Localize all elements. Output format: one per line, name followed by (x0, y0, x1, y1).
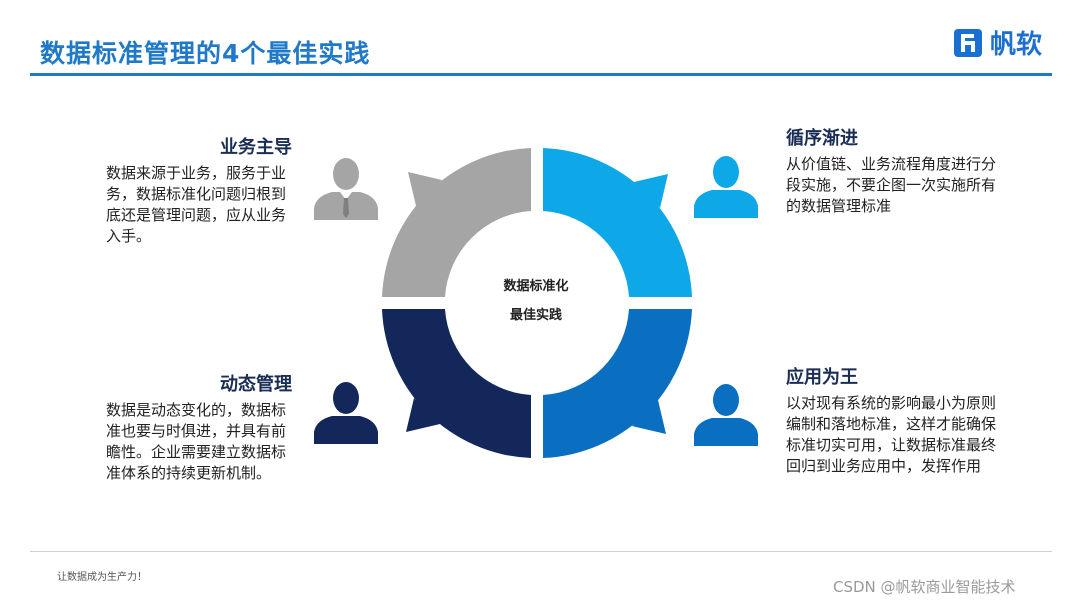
segment-top-right (543, 148, 692, 297)
practice-heading: 应用为王 (786, 367, 858, 388)
practice-business-led: 业务主导 数据来源于业务，服务于业务，数据标准化问题归根到底还是管理问题，应从业… (106, 133, 292, 247)
person-icon-top-right (694, 156, 758, 218)
practice-step-by-step: 循序渐进 从价值链、业务流程角度进行分段实施，不要企图一次实施所有的数据管理标准 (786, 124, 996, 217)
wheel-center-label: 数据标准化 最佳实践 (472, 272, 600, 330)
arrow-top-left (408, 172, 442, 206)
person-icon-bottom-right (694, 384, 758, 446)
brand-logo: 帆软 (952, 24, 1042, 61)
cycle-wheel (382, 148, 692, 458)
practice-description: 从价值链、业务流程角度进行分段实施，不要企图一次实施所有的数据管理标准 (786, 155, 997, 215)
practice-description: 数据是动态变化的，数据标准也要与时俱进，并具有前瞻性。企业需要建立数据标准体系的… (106, 401, 287, 482)
page-title: 数据标准管理的4个最佳实践 (40, 39, 371, 68)
brand-name: 帆软 (990, 30, 1043, 60)
arrow-bottom-right (632, 400, 666, 434)
title-underline (30, 73, 1052, 76)
practice-heading: 动态管理 (220, 374, 292, 395)
segment-bottom-right (543, 309, 692, 458)
practice-application-first: 应用为王 以对现有系统的影响最小为原则编制和落地标准，这样才能确保标准切实可用，… (786, 363, 996, 477)
arrow-bottom-left (406, 398, 440, 432)
center-line-2: 最佳实践 (509, 308, 562, 323)
arrow-top-right (634, 174, 668, 208)
person-tie-icon (314, 158, 378, 220)
brand-logo-icon (954, 28, 982, 57)
practice-description: 数据来源于业务，服务于业务，数据标准化问题归根到底还是管理问题，应从业务入手。 (106, 164, 287, 245)
practice-heading: 业务主导 (220, 137, 292, 158)
footer-slogan: 让数据成为生产力！ (57, 572, 147, 583)
practice-dynamic-management: 动态管理 数据是动态变化的，数据标准也要与时俱进，并具有前瞻性。企业需要建立数据… (106, 370, 292, 484)
center-line-1: 数据标准化 (503, 279, 569, 294)
person-icon-bottom-left (314, 382, 378, 444)
practice-description: 以对现有系统的影响最小为原则编制和落地标准，这样才能确保标准切实可用，让数据标准… (786, 394, 997, 475)
practice-heading: 循序渐进 (786, 128, 858, 149)
footer-divider (30, 551, 1052, 552)
segment-bottom-left (382, 309, 531, 458)
segment-top-left (382, 148, 531, 297)
watermark: CSDN @帆软商业智能技术 (833, 578, 1016, 596)
